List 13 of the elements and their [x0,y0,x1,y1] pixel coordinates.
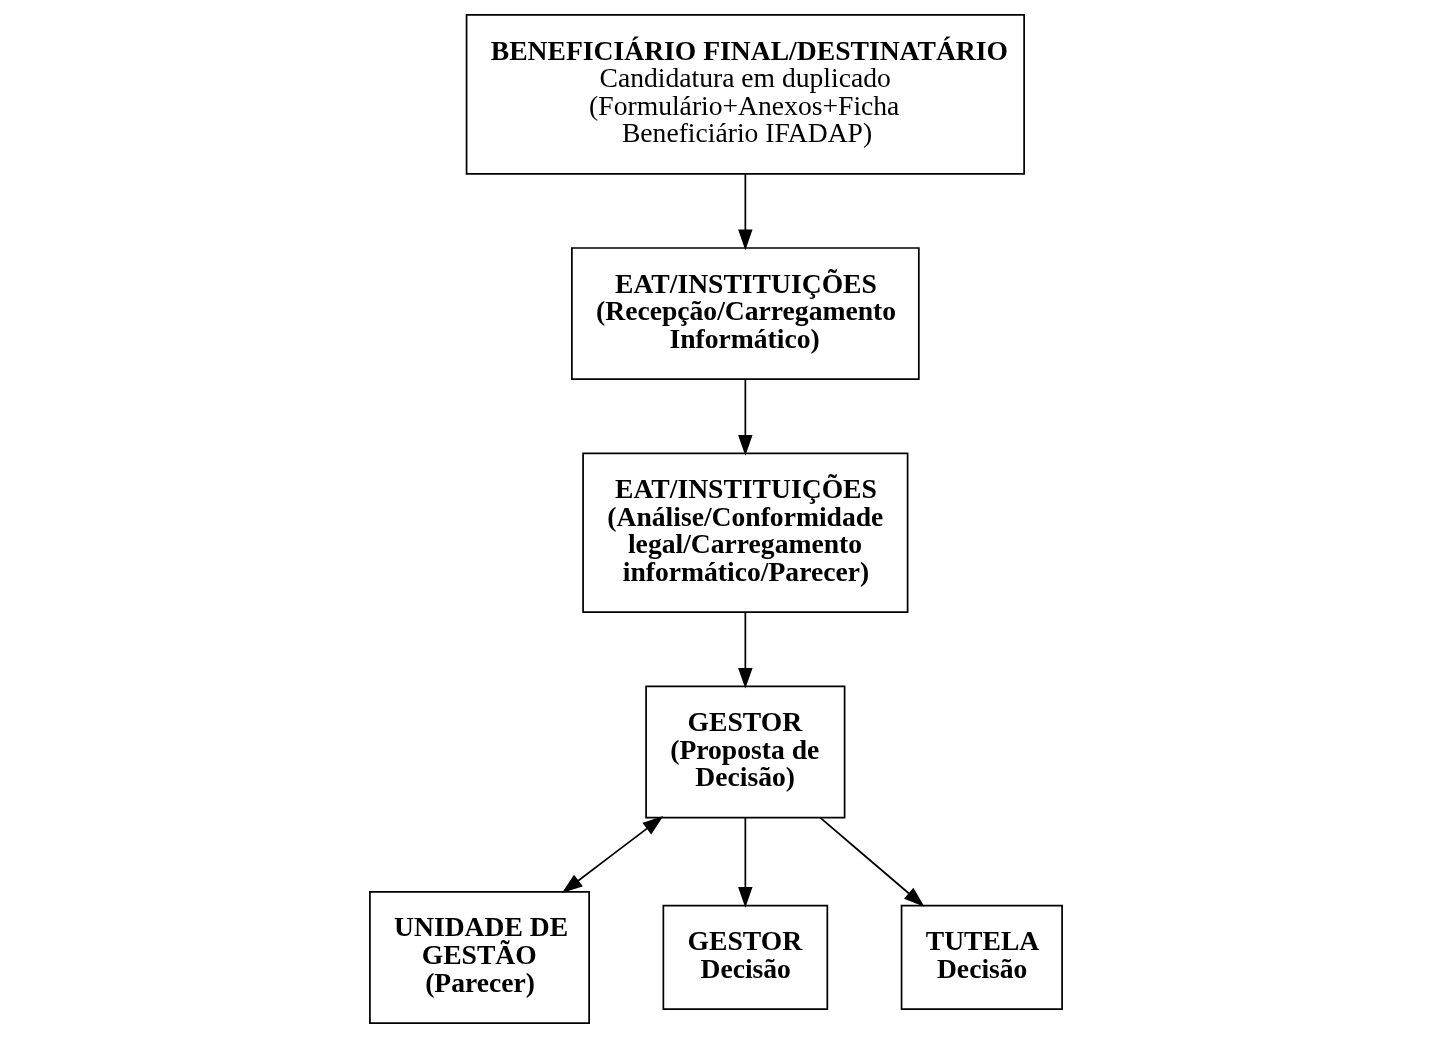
arrow [737,816,753,908]
node-box: EAT/INSTITUIÇÕES (Recepção/Carregamento Informático) [570,247,920,381]
arrow [737,378,753,456]
node-box: GESTOR (Proposta de Decisão) [644,685,845,819]
node-box: TUTELA Decisão [900,904,1063,1011]
node-box: EAT/INSTITUIÇÕES (Análise/Conformidade legal/Carregamento informático/Parecer) [581,452,908,614]
arrow [737,173,753,251]
node-box: UNIDADE DE GESTÃO (Parecer) [368,891,590,1024]
arrow [818,816,924,907]
node-box: GESTOR Decisão [662,904,828,1011]
node-box: BENEFICIÁRIO FINAL/DESTINATÁRIO Candidatura em duplicado (Formulário+Anexos+Ficha Beneficiário IFADAP) [465,14,1025,175]
arrow [737,611,753,689]
arrow [561,816,663,894]
